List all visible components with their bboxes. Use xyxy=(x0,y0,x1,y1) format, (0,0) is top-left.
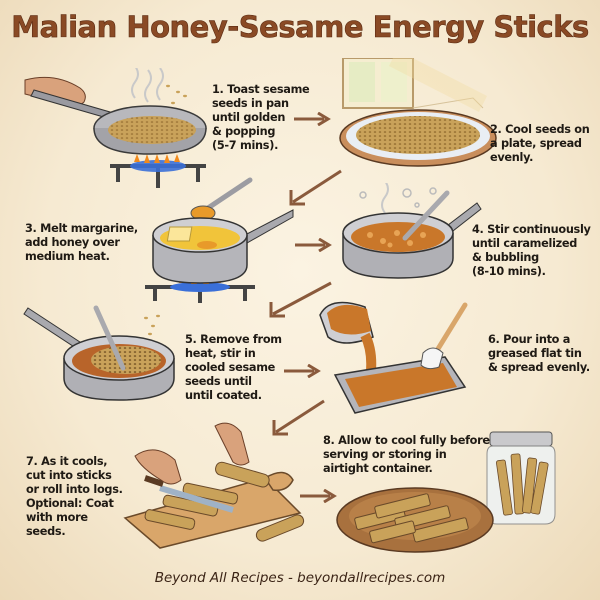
arrow-down-left-icon xyxy=(268,398,328,438)
bubbling-caramel-pan-icon xyxy=(335,183,485,303)
step-3-text: 3. Melt margarine, add honey over medium… xyxy=(25,222,138,263)
step-8-text: 8. Allow to cool fully before serving or… xyxy=(323,434,490,475)
page-title: Malian Honey-Sesame Energy Sticks xyxy=(11,10,590,45)
pan-stirring-seeds-icon xyxy=(18,298,178,418)
cutting-board-sticks-icon xyxy=(115,418,315,553)
step-7-text: 7. As it cools, cut into sticks or roll … xyxy=(26,455,123,538)
pouring-into-tin-icon xyxy=(315,295,475,435)
arrow-down-left-icon xyxy=(285,168,345,208)
arrow-down-left-icon xyxy=(265,280,335,320)
seeds-on-plate-icon xyxy=(333,58,503,178)
arrow-right-icon xyxy=(282,364,322,378)
step-5-text: 5. Remove from heat, stir in cooled sesa… xyxy=(185,333,282,402)
saucepan-margarine-honey-icon xyxy=(135,175,295,305)
arrow-right-icon xyxy=(298,489,338,503)
step-2-text: 2. Cool seeds on a plate, spread evenly. xyxy=(490,123,590,164)
arrow-right-icon xyxy=(293,238,333,252)
arrow-right-icon xyxy=(292,112,332,126)
footer-credit: Beyond All Recipes - beyondallrecipes.co… xyxy=(154,570,446,586)
step-6-text: 6. Pour into a greased flat tin & spread… xyxy=(488,333,590,374)
step-1-text: 1. Toast sesame seeds in pan until golde… xyxy=(212,83,310,152)
step-4-text: 4. Stir continuously until caramelized &… xyxy=(472,223,591,278)
plate-and-jar-icon xyxy=(335,420,595,560)
toasting-pan-on-stove-icon xyxy=(20,68,210,208)
